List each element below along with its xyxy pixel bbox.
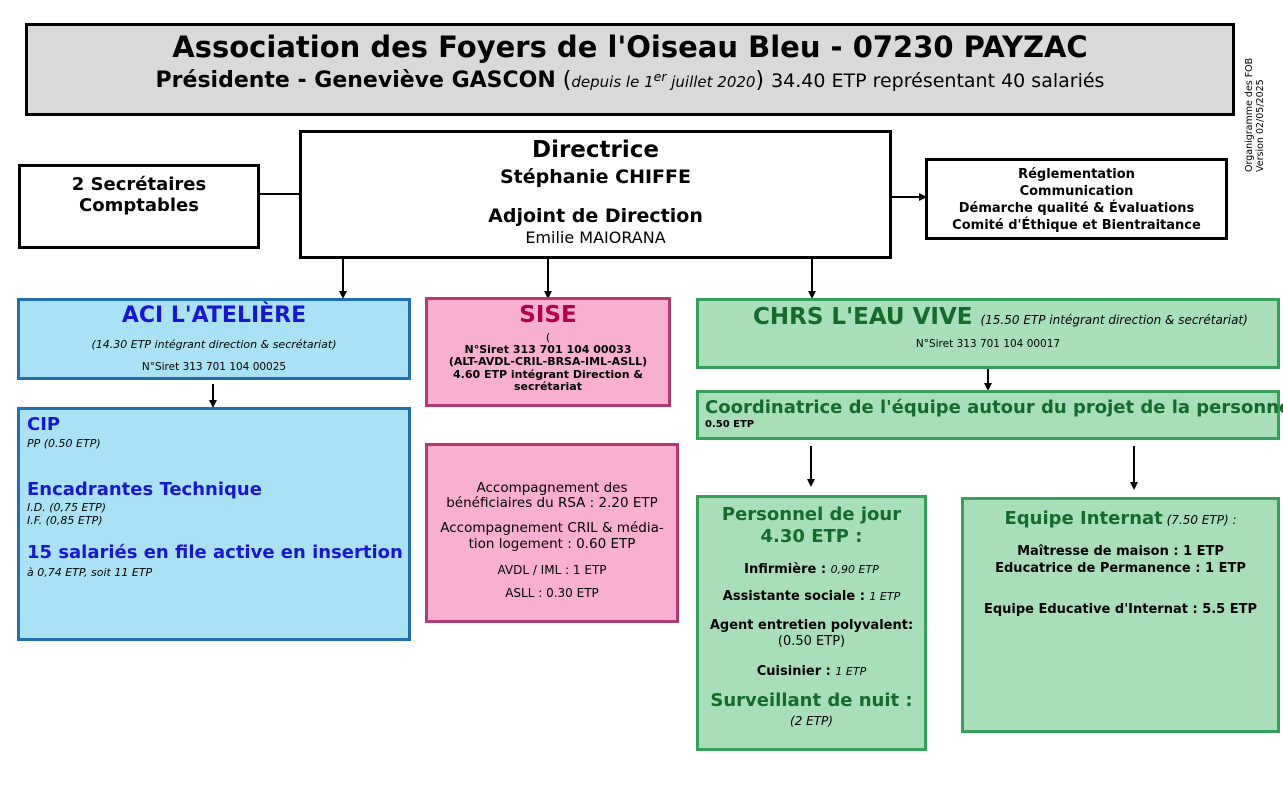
sise-acc2-l2: tion logement : 0.60 ETP: [468, 536, 636, 552]
service-qualite: Démarche qualité & Évaluations: [958, 201, 1195, 216]
since-close-paren: ): [755, 68, 765, 93]
president-name: Présidente - Geneviève GASCON: [155, 68, 556, 93]
internat-equipe: Equipe Educative d'Internat : 5.5 ETP: [983, 602, 1258, 617]
secretaires-line1: 2 Secrétaires: [71, 174, 207, 195]
sise-title: SISE: [519, 302, 577, 328]
personnel-jour-box: Personnel de jour 4.30 ETP : Infirmière …: [696, 495, 927, 751]
jour-title1: Personnel de jour: [721, 504, 902, 525]
equipe-internat-box: Equipe Internat (7.50 ETP) : Maîtresse d…: [961, 497, 1280, 733]
aci-title: ACI L'ATELIÈRE: [121, 303, 307, 328]
jour-agent-etp: (0.50 ETP): [777, 634, 846, 649]
since-tail: juillet 2020: [666, 73, 756, 91]
since-date: depuis le 1er juillet 2020: [571, 69, 756, 91]
jour-surveillant-etp: (2 ETP): [790, 714, 833, 728]
chrs-title: CHRS L'EAU VIVE: [753, 304, 973, 330]
cip-note: PP (0.50 ETP): [27, 437, 101, 450]
cuisinier-label: Cuisinier :: [756, 664, 836, 679]
service-communication: Communication: [1019, 184, 1134, 199]
infirmiere-etp: 0,90 ETP: [830, 563, 879, 576]
sise-acc2-l1: Accompagnement CRIL & média-: [440, 520, 664, 536]
services-box: Réglementation Communication Démarche qu…: [925, 158, 1228, 240]
secretaires-box: 2 Secrétaires Comptables: [18, 164, 260, 249]
chrs-siret: N°Siret 313 701 104 00017: [915, 338, 1061, 350]
jour-infirmiere: Infirmière : 0,90 ETP: [699, 562, 924, 578]
deputy-role: Adjoint de Direction: [488, 205, 703, 227]
coordinatrice-box: Coordinatrice de l'équipe autour du proj…: [696, 390, 1283, 440]
version-line2: Version 02/05/2025: [1255, 79, 1266, 172]
since-text: depuis le 1: [571, 73, 654, 91]
sise-services: (ALT-AVDL-CRIL-BRSA-IML-ASLL): [448, 355, 648, 368]
sise-acc1-l2: bénéficiaires du RSA : 2.20 ETP: [446, 495, 658, 511]
jour-cuisinier: Cuisinier : 1 ETP: [699, 664, 924, 680]
sise-acc1-l1: Accompagnement des: [476, 480, 628, 496]
jour-agent: Agent entretien polyvalent:: [709, 618, 914, 633]
deputy-name: Emilie MAIORANA: [525, 228, 666, 247]
since-sup: er: [653, 69, 667, 84]
salaries-note: à 0,74 ETP, soit 11 ETP: [27, 566, 153, 579]
service-reglementation: Réglementation: [1018, 167, 1135, 182]
chrs-subtitle: (15.50 ETP intégrant direction & secréta…: [980, 313, 1248, 327]
aci-siret: N°Siret 313 701 104 00025: [141, 361, 287, 373]
director-role: Directrice: [531, 137, 659, 163]
jour-assistante: Assistante sociale : 1 ETP: [699, 589, 924, 605]
sise-asll: ASLL : 0.30 ETP: [505, 586, 599, 600]
chrs-box: CHRS L'EAU VIVE (15.50 ETP intégrant dir…: [696, 298, 1280, 369]
sise-paren: (: [545, 331, 551, 344]
encadrantes-title: Encadrantes Technique: [27, 479, 262, 500]
infirmiere-label: Infirmière :: [744, 562, 831, 577]
version-line1: Organigramme des FOB: [1244, 57, 1255, 172]
since-open-paren: (: [562, 68, 572, 93]
chrs-title-line: CHRS L'EAU VIVE (15.50 ETP intégrant dir…: [753, 304, 1248, 330]
internat-maitresse: Maîtresse de maison : 1 ETP: [1017, 544, 1224, 559]
encadrantes-note1: I.D. (0,75 ETP): [27, 501, 107, 514]
coordinatrice-etp: 0.50 ETP: [705, 419, 755, 430]
aci-box: ACI L'ATELIÈRE (14.30 ETP intégrant dire…: [17, 298, 411, 380]
sise-box: SISE ( N°Siret 313 701 104 00033 (ALT-AV…: [425, 297, 671, 407]
sise-etp1: 4.60 ETP intégrant Direction &: [453, 368, 643, 381]
director-name: Stéphanie CHIFFE: [500, 166, 691, 188]
association-header: Association des Foyers de l'Oiseau Bleu …: [25, 23, 1235, 116]
assistante-etp: 1 ETP: [869, 590, 901, 603]
internat-title: Equipe Internat: [1004, 508, 1163, 529]
encadrantes-note2: I.F. (0,85 ETP): [27, 514, 103, 527]
internat-educatrice: Educatrice de Permanence : 1 ETP: [995, 561, 1246, 576]
cuisinier-etp: 1 ETP: [835, 665, 867, 678]
sise-avdl: AVDL / IML : 1 ETP: [497, 563, 607, 577]
total-etp: 34.40 ETP représentant 40 salariés: [771, 70, 1105, 92]
cip-title: CIP: [27, 414, 61, 435]
direction-box: Directrice Stéphanie CHIFFE Adjoint de D…: [299, 130, 892, 259]
service-ethique: Comité d'Éthique et Bientraitance: [952, 218, 1201, 233]
sise-etp2: secrétariat: [514, 380, 582, 393]
president-line: Présidente - Geneviève GASCON (depuis le…: [28, 68, 1232, 93]
jour-title2: 4.30 ETP :: [760, 526, 863, 547]
jour-surveillant: Surveillant de nuit :: [710, 690, 913, 711]
secretaires-line2: Comptables: [79, 195, 199, 216]
aci-staff-box: CIP PP (0.50 ETP) Encadrantes Technique …: [17, 407, 411, 641]
sise-siret: N°Siret 313 701 104 00033: [464, 343, 632, 356]
aci-subtitle: (14.30 ETP intégrant direction & secréta…: [91, 338, 337, 351]
association-title: Association des Foyers de l'Oiseau Bleu …: [172, 30, 1088, 64]
salaries-title: 15 salariés en file active en insertion: [27, 542, 403, 563]
internat-etp: (7.50 ETP) :: [1162, 513, 1237, 527]
sise-staff-box: Accompagnement des bénéficiaires du RSA …: [425, 443, 679, 623]
coordinatrice-title: Coordinatrice de l'équipe autour du proj…: [705, 397, 1283, 418]
assistante-label: Assistante sociale :: [722, 589, 870, 604]
version-label: Organigramme des FOB Version 02/05/2025: [1244, 22, 1266, 172]
internat-title-line: Equipe Internat (7.50 ETP) :: [964, 508, 1277, 529]
